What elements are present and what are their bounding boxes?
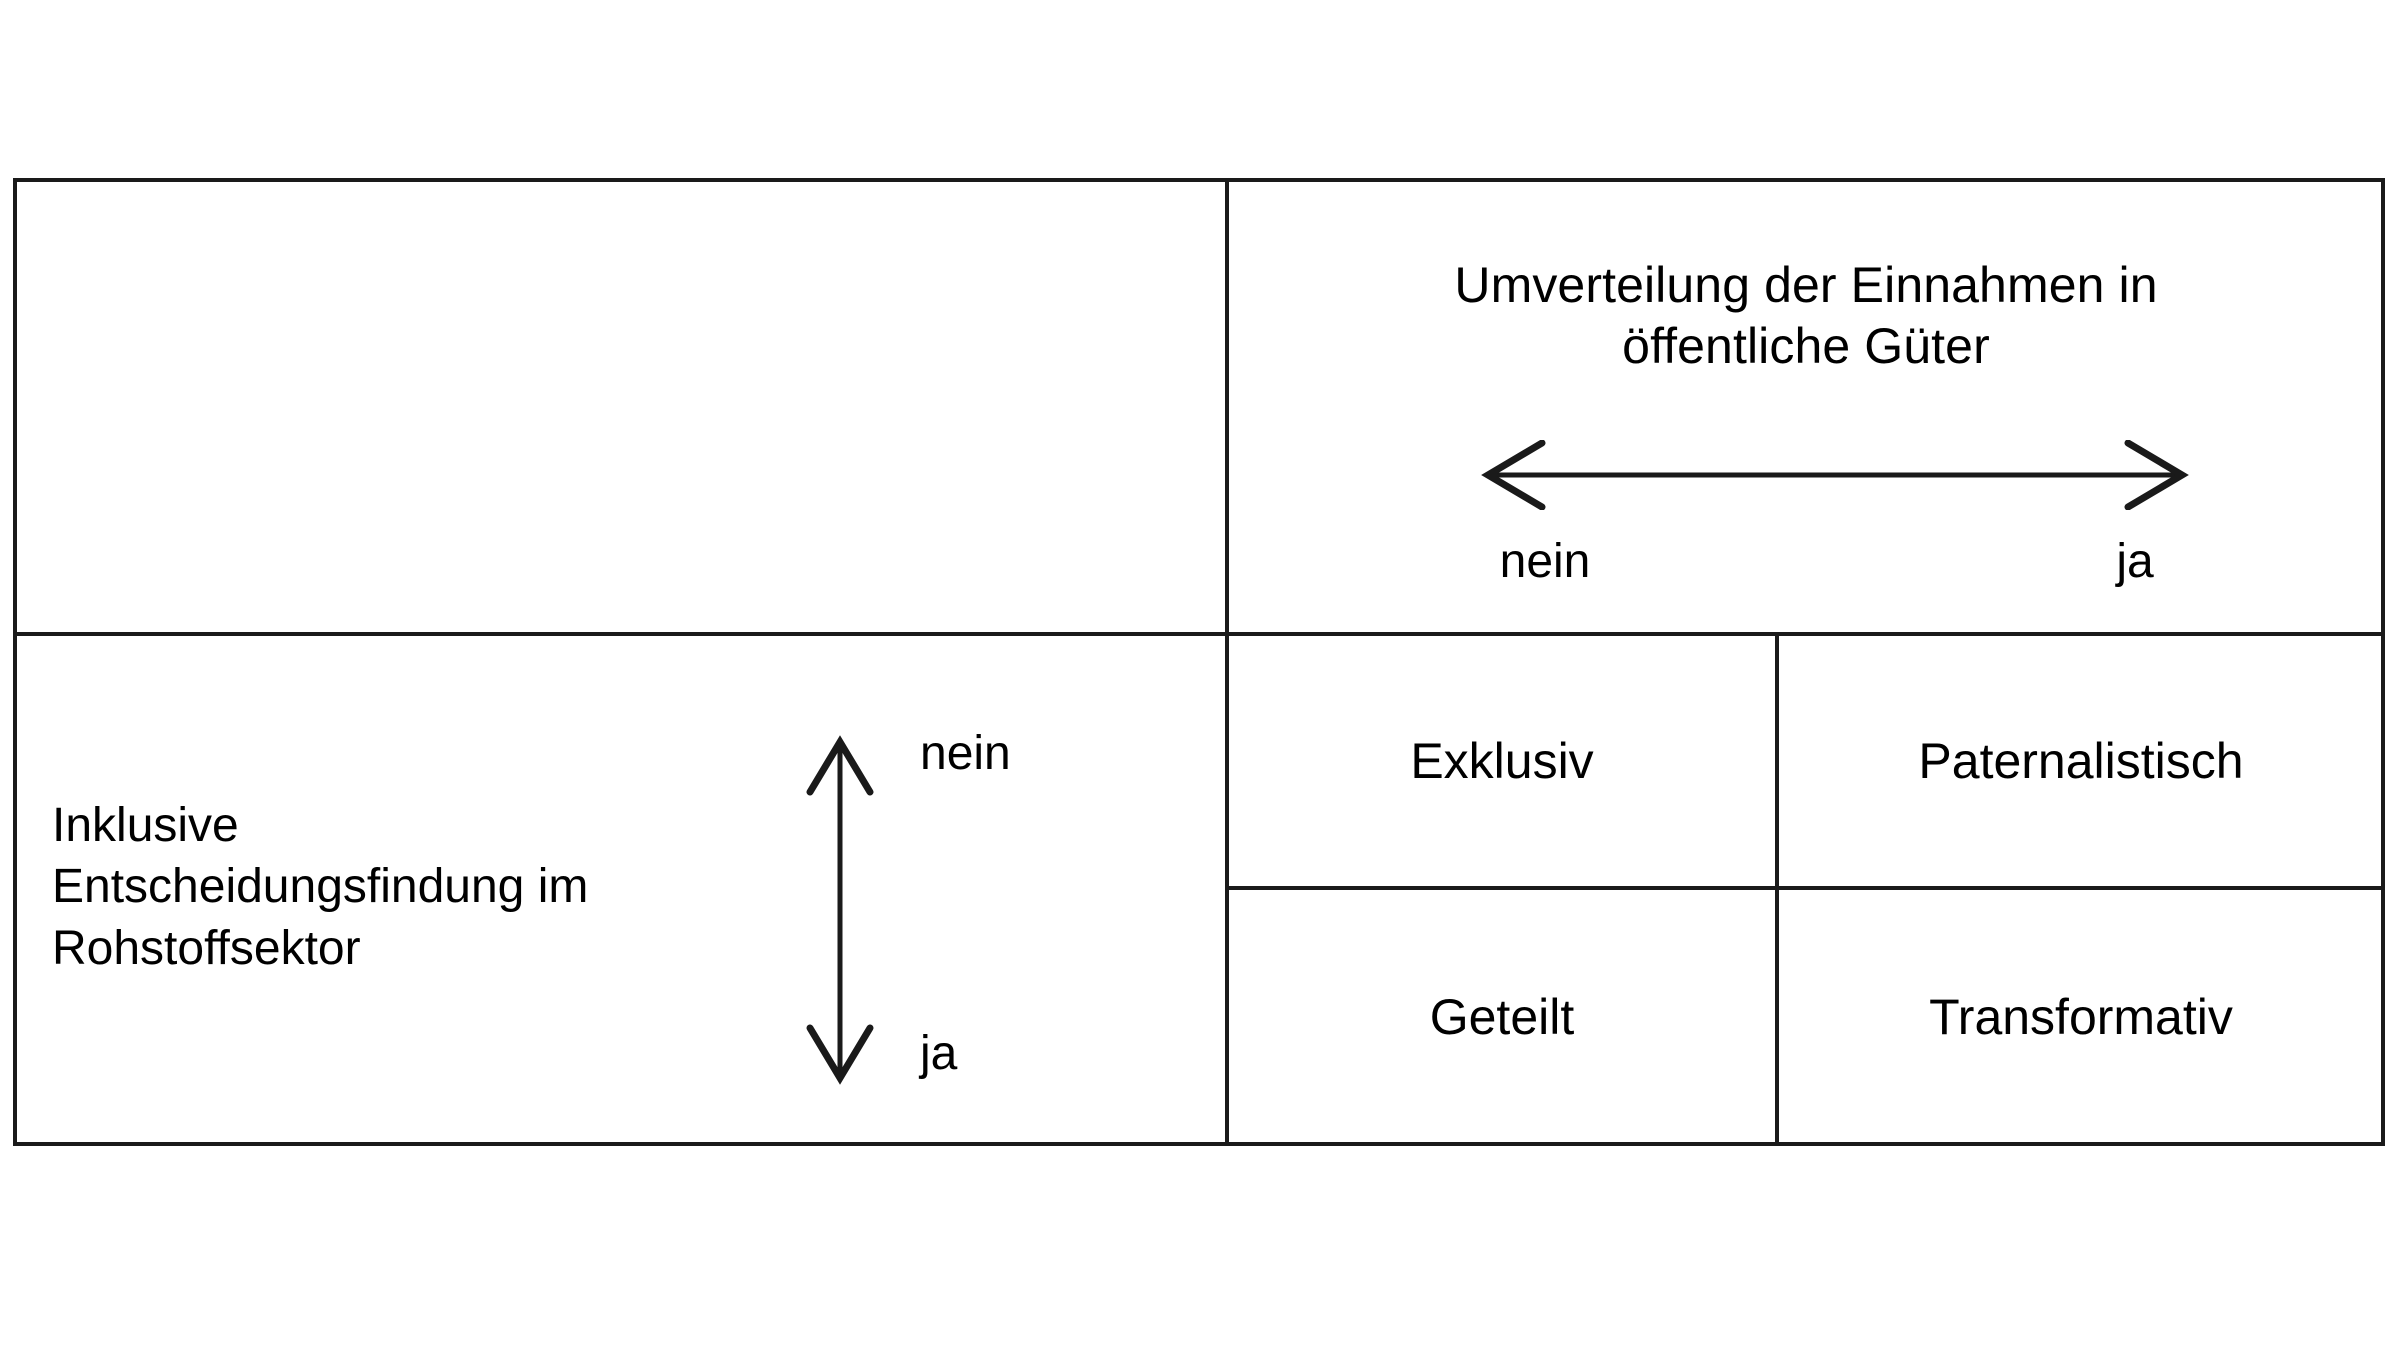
row-axis-title-line-1: Inklusive [52,799,239,852]
column-axis-low-label: nein [1499,535,1591,588]
column-axis-title-line-2: öffentliche Güter [1622,318,1990,374]
double-headed-horizontal-arrow-icon [1481,440,2189,510]
row-axis-title-line-2: Entscheidungsfindung im [52,860,589,914]
quadrant-cell-geteilt: Geteilt [1229,890,1775,1144]
quadrant-label: Transformativ [1929,988,2233,1045]
quadrant-label: Exklusiv [1410,732,1594,789]
row-axis-title-line-3: Rohstoffsektor [52,921,361,975]
matrix-frame [13,178,2385,1146]
quadrant-column-divider [1775,636,1779,1146]
column-axis-title-line-1: Umverteilung der Einnahmen in [1454,257,2158,313]
quadrant-label: Paternalistisch [1918,732,2244,789]
quadrant-label: Geteilt [1429,988,1575,1045]
header-body-divider [13,632,2385,636]
column-axis-title: Umverteilung der Einnahmen in öffentlich… [1229,255,2383,377]
row-axis-high-label: ja [920,1027,958,1080]
quadrant-cell-paternalistisch: Paternalistisch [1779,636,2383,886]
axis-quadrant-divider [1225,178,1229,1146]
quadrant-row-divider [1227,886,2385,890]
quadrant-cell-transformativ: Transformativ [1779,890,2383,1144]
row-axis-title: Inklusive Entscheidungsfindung im Rohsto… [52,795,752,979]
quadrant-cell-exklusiv: Exklusiv [1229,636,1775,886]
column-axis-high-label: ja [2116,535,2154,588]
row-axis-low-label: nein [920,727,1011,780]
double-headed-vertical-arrow-icon [806,735,874,1085]
